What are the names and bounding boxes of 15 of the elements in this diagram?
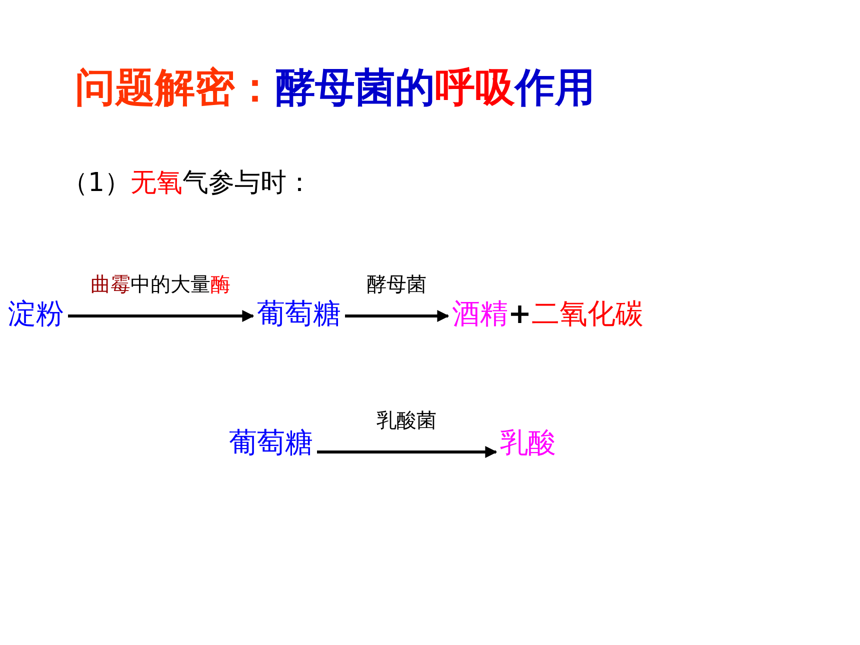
term-text: 乳酸 <box>500 426 556 459</box>
edge-label: 乳酸菌 <box>376 408 436 432</box>
term-text: 淀粉 <box>8 297 64 330</box>
arrow <box>317 446 498 458</box>
edge-label: 酵母菌 <box>366 272 426 296</box>
arrow <box>345 310 450 322</box>
term-text: 酒精 <box>452 297 508 330</box>
term-text: 二氧化碳 <box>531 297 644 330</box>
edge-label: 曲霉中的大量酶 <box>90 272 230 296</box>
plus-sign: + <box>508 297 532 330</box>
term-text: 葡萄糖 <box>257 297 341 330</box>
arrow <box>68 310 254 322</box>
title: 问题解密：酵母菌的呼吸作用 <box>75 64 595 113</box>
section-heading: （1）无氧气参与时： <box>62 167 313 200</box>
term-text: 葡萄糖 <box>229 426 313 459</box>
